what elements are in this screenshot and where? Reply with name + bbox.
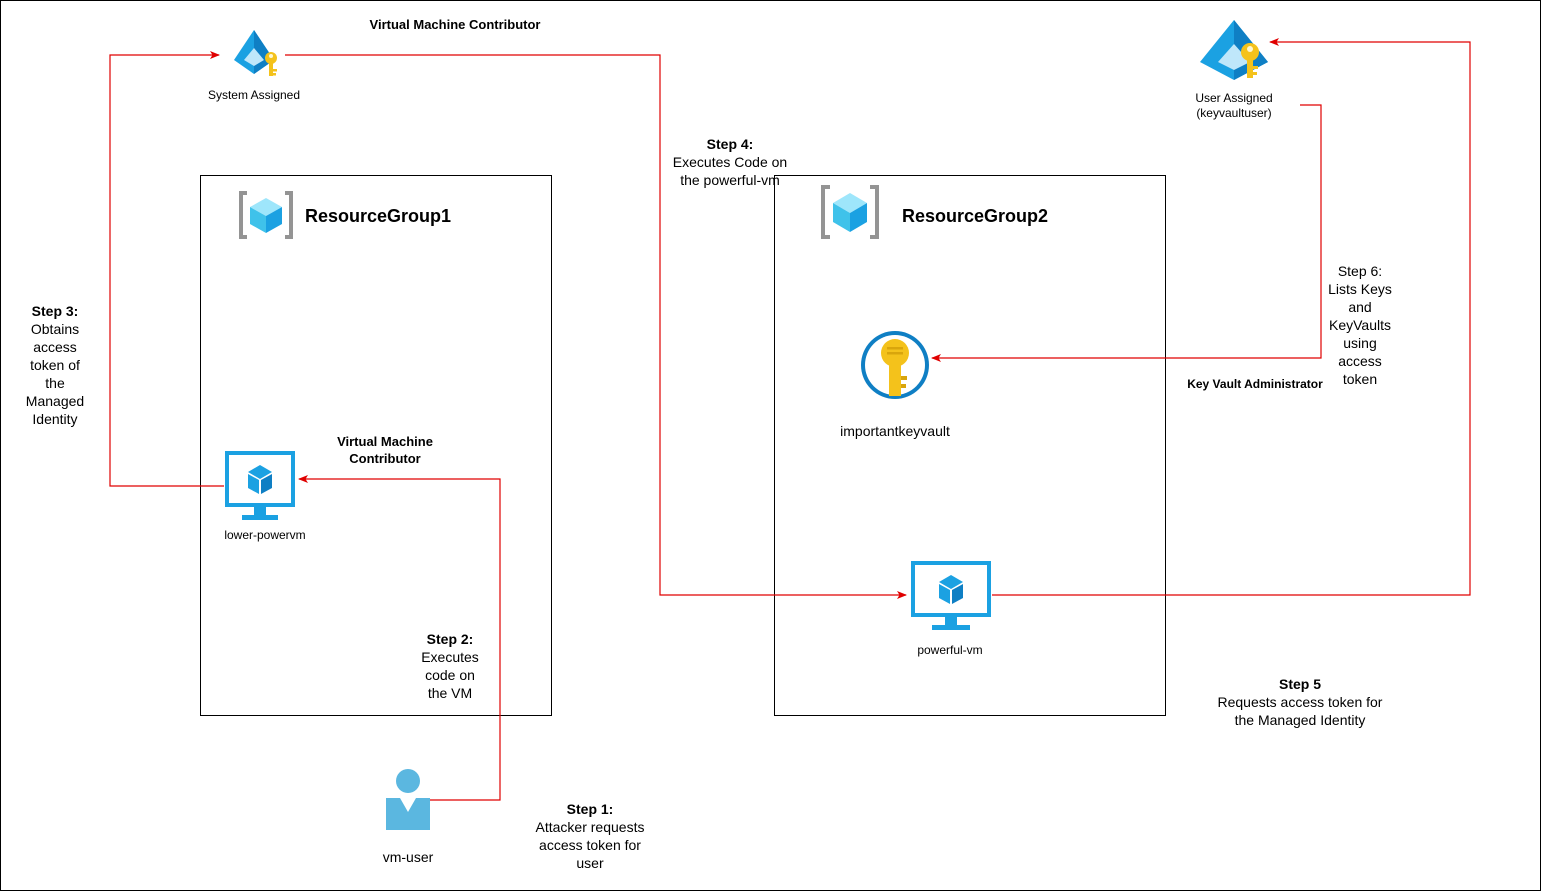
- step-4-line: the powerful-vm: [680, 172, 780, 188]
- step-3-text: Step 3: Obtains access token of the Mana…: [10, 302, 100, 428]
- step-6-line: access: [1338, 353, 1382, 369]
- system-assigned-identity: [230, 28, 285, 83]
- step-1-line: Attacker requests: [535, 819, 645, 835]
- arrow-step5: [992, 38, 1471, 596]
- step-1-line: user: [576, 855, 604, 871]
- step-5-line: Requests access token for: [1217, 694, 1383, 710]
- vm2-label: powerful-vm: [917, 643, 983, 657]
- virtual-machine-icon: [910, 560, 992, 632]
- step-6-title: Step 6:: [1337, 263, 1383, 279]
- managed-identity-icon: [234, 30, 277, 76]
- step-2-text: Step 2: Executes code on the VM: [400, 630, 500, 702]
- step-4-title: Step 4:: [706, 136, 754, 152]
- step-5-title: Step 5: [1278, 676, 1321, 692]
- step-6-line: Lists Keys: [1328, 281, 1392, 297]
- kv-role-label: Key Vault Administrator: [1187, 377, 1323, 391]
- vm-role-line: Virtual Machine Contributor: [320, 433, 450, 467]
- step-5-line: the Managed Identity: [1234, 712, 1366, 728]
- top-role-label: Virtual Machine Contributor: [369, 17, 541, 32]
- resource-group-icon: [820, 184, 880, 240]
- key-vault-icon: [858, 328, 932, 402]
- resource-group-2-title: ResourceGroup2: [902, 206, 1049, 226]
- arrow-step4: [285, 54, 907, 599]
- resource-group-1-title: ResourceGroup1: [305, 206, 452, 226]
- step-6-line: KeyVaults: [1329, 317, 1391, 333]
- step-6-line: token: [1342, 371, 1378, 387]
- step-2-line: Executes: [421, 649, 479, 665]
- step-3-line: token of: [30, 357, 80, 373]
- user-assigned-label-line2: (keyvaultuser): [1196, 106, 1272, 120]
- step-2-title: Step 2:: [426, 631, 474, 647]
- step-3-line: access: [33, 339, 77, 355]
- user-label: vm-user: [382, 849, 434, 865]
- step-6-line: and: [1348, 299, 1372, 315]
- step-1-text: Step 1: Attacker requests access token f…: [510, 800, 670, 872]
- user-assigned-identity: [1198, 18, 1270, 84]
- resource-group-icon: [238, 190, 294, 240]
- step-2-line: the VM: [427, 685, 473, 701]
- user-assigned-label-line1: User Assigned: [1195, 91, 1273, 105]
- arrow-step6: [931, 104, 1322, 362]
- step-3-line: Identity: [32, 411, 78, 427]
- user-icon: [384, 768, 432, 832]
- step-4-text: Step 4: Executes Code on the powerful-vm: [650, 135, 810, 189]
- step-3-line: the: [45, 375, 65, 391]
- step-2-line: code on: [425, 667, 475, 683]
- resource-group-1-box: [200, 175, 552, 716]
- keyvault-label: importantkeyvault: [840, 423, 950, 439]
- step-6-text: Step 6: Lists Keys and KeyVaults using a…: [1315, 262, 1405, 388]
- vm1-label: lower-powervm: [224, 528, 306, 542]
- virtual-machine-icon: [224, 450, 296, 522]
- step-1-line: access token for: [539, 837, 641, 853]
- step-3-line: Managed: [25, 393, 85, 409]
- vm-role-label: Virtual Machine Contributor: [337, 434, 433, 466]
- arrow-step1-step2: [298, 475, 501, 801]
- step-3-title: Step 3:: [31, 303, 79, 319]
- step-1-title: Step 1:: [566, 801, 614, 817]
- step-4-line: Executes Code on: [672, 154, 788, 170]
- managed-identity-icon: [1200, 20, 1268, 80]
- arrow-step3: [109, 51, 224, 487]
- step-3-line: Obtains: [30, 321, 80, 337]
- resource-group-2-box: [774, 175, 1166, 716]
- step-5-text: Step 5 Requests access token for the Man…: [1190, 675, 1410, 729]
- system-assigned-label: System Assigned: [207, 88, 301, 102]
- step-6-line: using: [1343, 335, 1377, 351]
